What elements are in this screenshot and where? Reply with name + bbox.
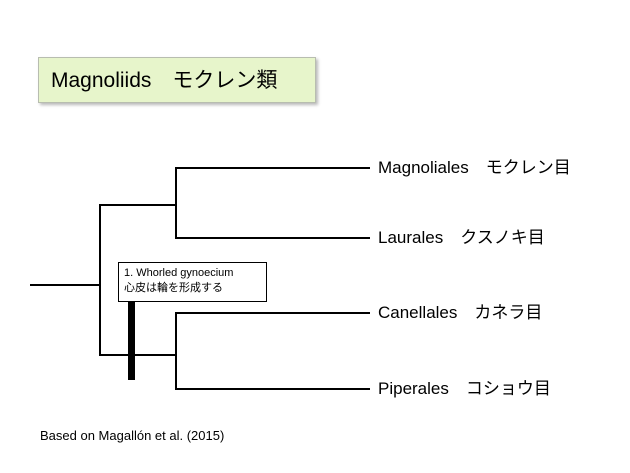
tree-upper-branch xyxy=(99,204,177,206)
synapomorphy-bar xyxy=(128,300,135,380)
annotation-line-1: 1. Whorled gynoecium xyxy=(124,267,234,279)
tree-root-branch xyxy=(30,284,100,286)
tree-upper-clade-node xyxy=(175,167,177,239)
character-annotation-box: 1. Whorled gynoecium 心皮は輪を形成する xyxy=(118,262,267,302)
tree-branch-magnoliales xyxy=(175,167,370,169)
tree-lower-branch xyxy=(99,354,177,356)
slide-title: Magnoliids モクレン類 xyxy=(51,69,278,92)
tree-branch-laurales xyxy=(175,237,370,239)
taxon-label-piperales: Piperales コショウ目 xyxy=(378,379,551,398)
tree-trunk-line xyxy=(99,204,101,356)
taxon-label-magnoliales: Magnoliales モクレン目 xyxy=(378,158,571,177)
tree-lower-clade-node xyxy=(175,312,177,390)
citation: Based on Magallón et al. (2015) xyxy=(40,428,225,443)
annotation-line-2: 心皮は輪を形成する xyxy=(124,282,223,295)
tree-branch-canellales xyxy=(175,312,370,314)
taxon-label-laurales: Laurales クスノキ目 xyxy=(378,228,545,247)
taxon-label-canellales: Canellales カネラ目 xyxy=(378,303,543,322)
tree-branch-piperales xyxy=(175,388,370,390)
slide-title-box: Magnoliids モクレン類 xyxy=(38,57,316,103)
